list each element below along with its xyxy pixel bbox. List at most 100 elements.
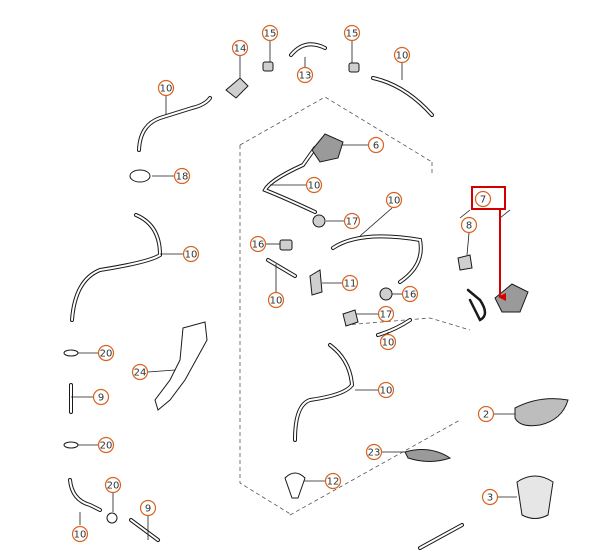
callout-label: 9 [98,393,104,404]
callout-label: 10 [388,196,401,207]
callout-10: 10 [393,46,411,64]
callout-label: 8 [466,221,472,232]
callout-circle [341,274,359,292]
parts [63,61,569,524]
highlight-box [471,186,506,210]
callout-10: 10 [377,381,395,399]
callout-label: 10 [74,530,87,541]
callout-circle [173,167,191,185]
callout-label: 14 [234,44,247,55]
callout-label: 17 [346,217,359,228]
cover-23-part [404,449,452,462]
callout-circle [249,235,267,253]
callout-label: 20 [100,349,113,360]
callout-label: 10 [396,51,409,62]
callout-circle [97,344,115,362]
callout-circle [92,388,110,406]
callout-14: 14 [231,39,249,57]
callout-label: 17 [380,310,393,321]
callout-label: 20 [100,441,113,452]
callout-10: 10 [71,525,89,543]
clip-20c-part [106,512,118,524]
leader-lines [71,41,517,540]
callout-circle [385,191,403,209]
callout-12: 12 [324,472,342,490]
callout-circle [477,405,495,423]
callout-label: 10 [380,386,393,397]
callout-circle [231,39,249,57]
callout-label: 9 [145,504,151,515]
tee-17a-part [312,214,326,228]
callout-6: 6 [367,136,385,154]
reservoir-3-part [516,475,554,519]
hoses [68,42,487,550]
callout-label: 24 [134,368,147,379]
nozzle-6-part [311,133,344,163]
valve-15a-part [262,61,274,72]
callout-label: 10 [160,84,173,95]
callout-label: 12 [327,477,340,488]
clip-20a-part [63,349,79,357]
callout-17: 17 [343,212,361,230]
callout-7: 7 [474,190,492,208]
callout-circle [377,305,395,323]
valve-16a-part [279,239,293,251]
callout-circle [157,79,175,97]
callout-circle [182,245,200,263]
callout-16: 16 [249,235,267,253]
callout-16: 16 [401,285,419,303]
callout-label: 16 [404,290,417,301]
callout-3: 3 [481,488,499,506]
callout-circle [267,291,285,309]
callout-circle [481,488,499,506]
callout-10: 10 [157,79,175,97]
callout-label: 13 [299,71,312,82]
callout-circle [365,443,383,461]
callout-circle [460,216,478,234]
callout-label: 10 [308,181,321,192]
callout-circle [296,66,314,84]
grommet-18-part [129,169,151,183]
callout-circle [343,212,361,230]
callout-20: 20 [97,436,115,454]
callout-label: 11 [344,279,357,290]
sensor-8-part [457,254,473,271]
callout-23: 23 [365,443,383,461]
connector-14-part [225,77,249,99]
callout-label: 10 [382,338,395,349]
callout-circle [379,333,397,351]
reservoir-cap-2-part [514,398,569,427]
callout-label: 2 [483,410,489,421]
callout-10: 10 [385,191,403,209]
connector-11-part [309,269,323,296]
callout-label: 10 [270,296,283,307]
callout-10: 10 [305,176,323,194]
callout-15: 15 [261,24,279,42]
callout-label: 6 [373,141,379,152]
callout-circle [377,381,395,399]
callout-13: 13 [296,66,314,84]
callout-circle [324,472,342,490]
callout-circle [104,476,122,494]
callout-17: 17 [377,305,395,323]
callout-label: 18 [176,172,189,183]
callout-9: 9 [92,388,110,406]
callout-15: 15 [343,24,361,42]
callout-24: 24 [131,363,149,381]
nozzle-7-part [494,283,529,313]
callout-8: 8 [460,216,478,234]
callout-label: 23 [368,448,381,459]
bracket-24-part [154,321,208,411]
callout-circle [305,176,323,194]
callout-20: 20 [97,344,115,362]
callout-circle [139,499,157,517]
connector-12-part [284,472,306,499]
callout-circle [261,24,279,42]
callout-circle [474,190,492,208]
callout-9: 9 [139,499,157,517]
callout-2: 2 [477,405,495,423]
callout-label: 15 [346,29,359,40]
callout-label: 3 [487,493,493,504]
